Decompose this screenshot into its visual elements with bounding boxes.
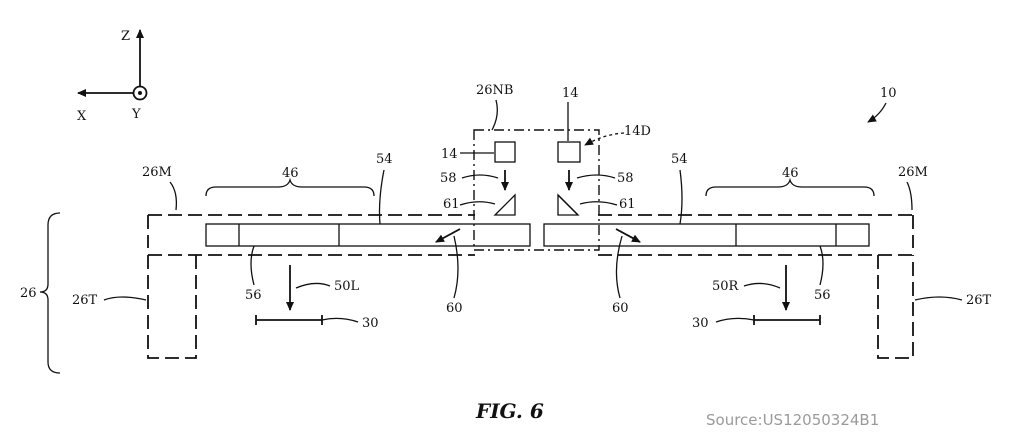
ref-26NB: 26NB [476,83,513,98]
ref-54-right-leader [679,169,683,225]
ref-26T-left: 26T [72,293,98,308]
prism-left [493,193,516,216]
ref-26M-left: 26M [142,165,172,180]
ref-46-left: 46 [282,166,299,181]
ref-14D-arrow [584,132,625,146]
nose-bridge-region [473,129,600,251]
ref-50R: 50R [712,279,740,294]
ref-58-left-leader [461,174,499,179]
waveguide-left [205,223,531,247]
ref-26T-right-leader [914,296,963,301]
ref-50L: 50L [334,279,360,294]
projector-right [557,141,581,163]
ref-10-label: 10 [880,86,897,101]
ref-26M-right-leader [906,181,913,211]
temple-left [147,255,197,359]
waveguides [205,223,870,247]
waveguide-right [543,223,870,247]
ref-26-bracket: 26 [20,212,61,374]
ref-58-right-leader [576,174,616,179]
ref-60-right-leader [615,235,623,299]
ref-50L-leader [295,282,331,289]
ref-46-right: 46 [782,166,799,181]
ref-30-left-leader [321,317,359,323]
z-axis-label: Z [121,29,130,44]
ref-58-right: 58 [617,171,634,186]
ref-60-right: 60 [612,301,629,316]
ref-10: 10 [867,86,897,123]
y-axis-symbol [132,85,148,101]
ref-26M-right: 26M [898,165,928,180]
ref-26-label: 26 [20,286,37,301]
x-axis-label: X [77,109,87,124]
ref-14D: 14D [624,124,651,139]
ref-26NB-leader [491,99,498,131]
temple-right [877,255,914,359]
ref-30-left: 30 [362,316,379,331]
ref-30-right-leader [715,317,755,323]
housing-outline [147,214,914,359]
y-axis-label: Y [131,107,141,122]
figure-caption: FIG. 6 [475,399,544,423]
ref-14-top: 14 [562,86,579,101]
ref-26T-left-leader [103,296,147,301]
ref-14-left: 14 [441,147,458,162]
ref-26T-right: 26T [966,293,992,308]
ref-54-left: 54 [376,152,393,167]
ref-56-left-leader [250,245,255,286]
ref-10-arrow [867,102,887,123]
prism-right-diagonal [557,194,579,216]
projector-left [494,141,516,163]
ref-61-left: 61 [443,197,460,212]
ref-54-left-leader [378,169,385,225]
bracket-26 [39,212,61,374]
ref-56-right: 56 [814,288,831,303]
ref-54-right: 54 [671,152,688,167]
ref-60-left-leader [453,235,459,299]
source-label: Source:US12050324B1 [706,411,879,429]
coupler-arrow-right [615,228,641,243]
ref-60-left: 60 [446,301,463,316]
coordinate-axes: Z X Y [77,29,148,124]
ref-61-right-leader [579,201,618,206]
brace-46-left [205,177,375,197]
braces-46: 46 46 [205,166,875,197]
ref-61-right: 61 [619,197,636,212]
ref-61-left-leader [459,201,496,206]
coupler-arrow-left [435,228,461,243]
ref-26M-left-leader [169,181,178,211]
ref-30-right: 30 [692,316,709,331]
ref-50R-leader [743,282,781,289]
ref-56-left: 56 [245,288,262,303]
ref-58-left: 58 [440,171,457,186]
brace-46-right [705,177,875,197]
y-axis-dot [138,91,142,95]
ref-56-right-leader [819,245,824,286]
